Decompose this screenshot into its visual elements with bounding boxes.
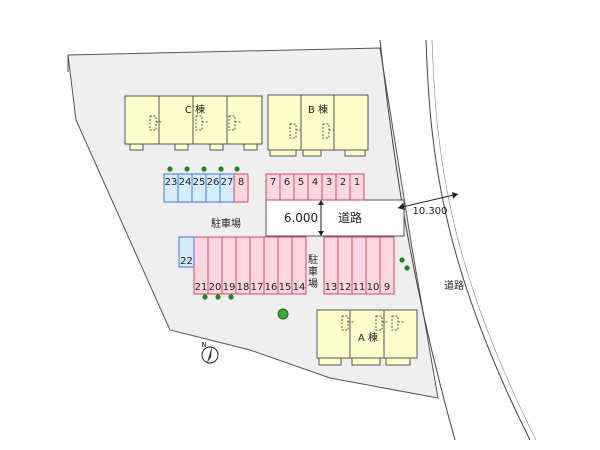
building-a: [316, 309, 418, 366]
parking-slot-number: 9: [384, 282, 390, 293]
parking-slot-number: 2: [340, 177, 346, 188]
parking-label-horizontal: 駐車場: [211, 217, 241, 230]
external-road-edge-inner: [431, 39, 537, 441]
parking-slot: 18: [235, 236, 251, 295]
internal-road-arrow-top: [318, 200, 324, 205]
parking-slot-number: 23: [165, 177, 178, 188]
parking-slot-number: 6: [284, 177, 290, 188]
parking-slot: 22: [178, 236, 195, 268]
parking-slot: 4: [307, 173, 323, 201]
parking-slot-number: 3: [326, 177, 332, 188]
parking-slot: 25: [191, 173, 207, 203]
parking-slot: 20: [207, 236, 223, 295]
parking-slot-number: 5: [298, 177, 304, 188]
parking-slot-number: 15: [279, 282, 292, 293]
parking-slot-number: 27: [221, 177, 234, 188]
parking-slot-number: 17: [251, 282, 264, 293]
parking-slot: 9: [379, 236, 395, 295]
parking-slot-number: 26: [207, 177, 220, 188]
tree-icon: [215, 294, 221, 300]
building-b: [267, 94, 369, 157]
building-c-label: C 棟: [185, 103, 205, 116]
parking-slot-number: 10: [367, 282, 380, 293]
internal-road-label: 道路: [338, 210, 362, 225]
external-road-dimension-line: [397, 193, 459, 209]
tree-icon: [218, 166, 224, 172]
tree-icon: [277, 308, 289, 320]
building-b-label: B 棟: [308, 103, 328, 116]
parking-slot: 5: [293, 173, 309, 201]
compass-icon: [201, 346, 219, 364]
parking-slot: 6: [279, 173, 295, 201]
parking-slot: 11: [351, 236, 367, 295]
parking-slot: 19: [221, 236, 237, 295]
parking-slot: 8: [233, 173, 249, 203]
tree-icon: [184, 166, 190, 172]
parking-slot-number: 25: [193, 177, 206, 188]
external-road-width: 10.300: [413, 206, 448, 217]
parking-slot-number: 4: [312, 177, 318, 188]
parking-slot: 1: [349, 173, 365, 201]
parking-slot: 7: [265, 173, 281, 201]
parking-slot: 23: [163, 173, 179, 203]
parking-label-vertical-1: 駐: [308, 253, 318, 266]
parking-slot: 27: [219, 173, 235, 203]
internal-road-arrow-bottom: [318, 231, 324, 236]
tree-icon: [202, 294, 208, 300]
compass-label: N: [201, 341, 206, 349]
parking-slot-number: 13: [325, 282, 338, 293]
parking-slot-number: 22: [180, 256, 193, 267]
parking-slot-number: 20: [209, 282, 222, 293]
parking-slot: 3: [321, 173, 337, 201]
parking-slot: 15: [277, 236, 293, 295]
building-c: [124, 95, 263, 151]
parking-slot: 13: [323, 236, 339, 295]
parking-slot-number: 11: [353, 282, 366, 293]
parking-slot: 2: [335, 173, 351, 201]
tree-icon: [399, 257, 405, 263]
parking-slot-number: 24: [179, 177, 192, 188]
internal-road: [265, 199, 405, 237]
internal-road-width: 6.000: [284, 211, 318, 225]
tree-icon: [201, 166, 207, 172]
parking-slot-number: 19: [223, 282, 236, 293]
tree-icon: [234, 166, 240, 172]
external-road-edge-left: [379, 39, 456, 441]
parking-slot-number: 1: [354, 177, 360, 188]
tree-icon: [228, 294, 234, 300]
parking-slot: 17: [249, 236, 265, 295]
tree-icon: [404, 265, 410, 271]
parking-slot-number: 12: [339, 282, 352, 293]
tree-icon: [167, 166, 173, 172]
external-road-label: 道路: [444, 279, 464, 292]
trees: [167, 166, 410, 320]
parking-slot-number: 16: [265, 282, 278, 293]
parking-slot-number: 21: [195, 282, 208, 293]
parking-label-vertical-3: 場: [308, 277, 318, 290]
parking-slot: 10: [365, 236, 381, 295]
external-road-arrow-right: [452, 192, 458, 199]
parking-slot: 16: [263, 236, 279, 295]
parking-slot: 21: [193, 236, 209, 295]
parking-slot-number: 18: [237, 282, 250, 293]
parking-slot: 24: [177, 173, 193, 203]
parking-slot: 14: [291, 236, 307, 295]
external-road-edge-right: [425, 39, 531, 441]
parking-slot-number: 8: [238, 177, 244, 188]
parking-slot: 12: [337, 236, 353, 295]
building-a-label: A 棟: [358, 331, 378, 344]
parking-slot: 26: [205, 173, 221, 203]
parking-slot-number: 14: [293, 282, 306, 293]
parking-label-vertical-2: 車: [308, 265, 318, 278]
external-road-arrow-left: [398, 203, 405, 210]
parking-slot-number: 7: [270, 177, 276, 188]
